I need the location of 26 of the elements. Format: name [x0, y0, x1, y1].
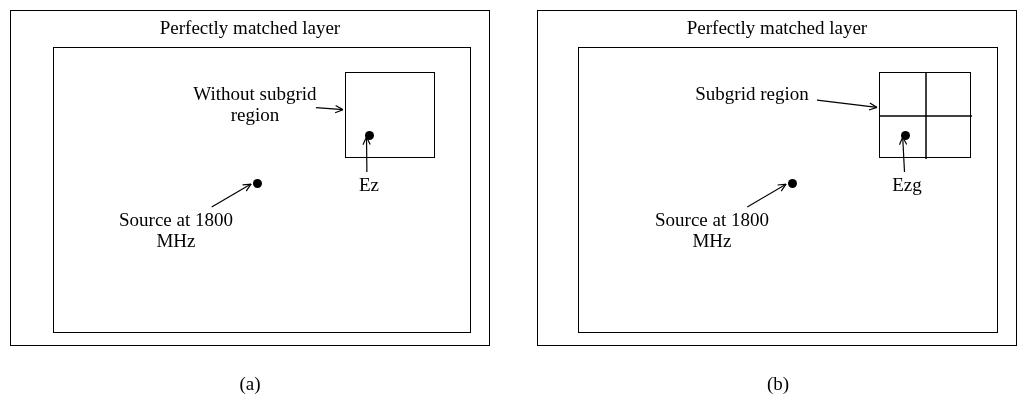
domain-box [578, 47, 998, 333]
callout-label: Subgrid region [685, 83, 819, 105]
callout-label: Ezg [889, 174, 925, 196]
point-marker [253, 179, 262, 188]
leader-arrow [362, 136, 371, 173]
point-marker [365, 131, 374, 140]
point-marker [788, 179, 797, 188]
boundary-box [537, 10, 1017, 346]
callout-label: Source at 1800 MHz [650, 209, 774, 253]
leader-arrow [816, 99, 878, 111]
layer-heading: Perfectly matched layer [158, 17, 342, 39]
point-marker [901, 131, 910, 140]
callout-label: Source at 1800 MHz [114, 209, 238, 253]
leader-arrow [746, 183, 787, 208]
layer-heading: Perfectly matched layer [685, 17, 869, 39]
panel-label: (b) [765, 372, 791, 396]
callout-label: Without subgrid region [192, 83, 318, 127]
leader-arrow [211, 183, 252, 208]
domain-box [53, 47, 471, 333]
leader-arrow [898, 136, 908, 173]
subgrid-box [879, 72, 971, 158]
region-box [345, 72, 435, 158]
callout-label: Ez [356, 174, 382, 196]
leader-arrow [315, 104, 344, 114]
boundary-box [10, 10, 490, 346]
panel-label: (a) [238, 372, 262, 396]
